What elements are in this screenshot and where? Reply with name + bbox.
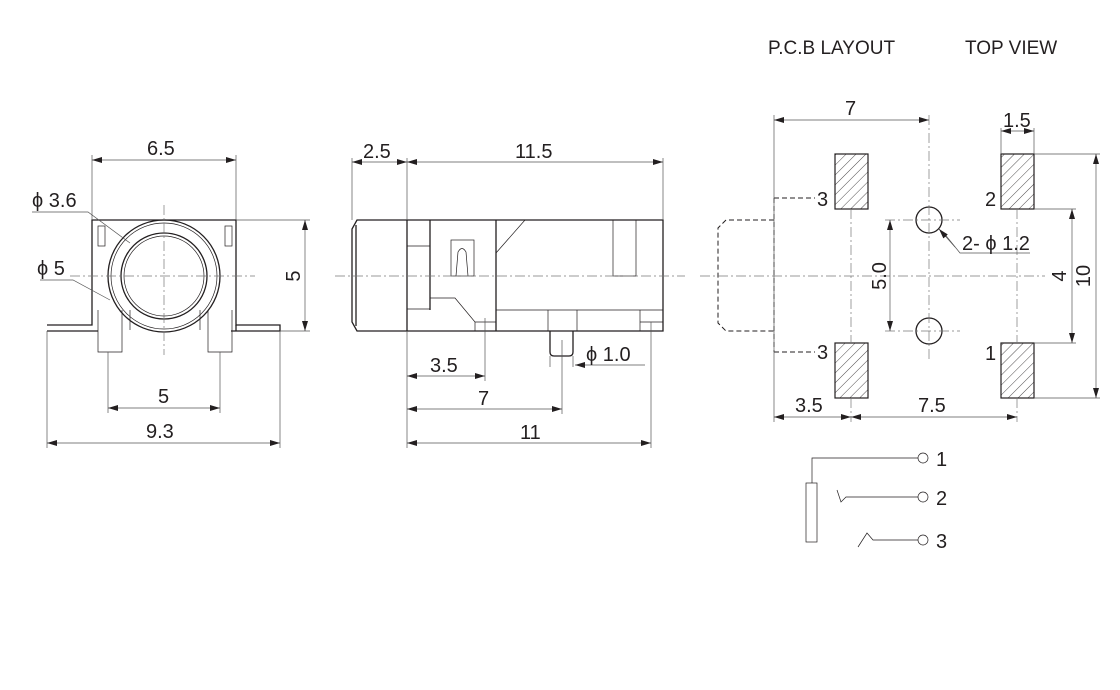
pin-label-3: 3	[936, 531, 947, 553]
schematic: 1 2 3	[805, 449, 947, 553]
dim-pad-pitch: 7.5	[918, 395, 946, 417]
pad-3-top	[834, 153, 869, 210]
pcb-layout-title: P.C.B LAYOUT	[768, 38, 895, 59]
pad-3-bottom	[834, 342, 869, 399]
dim-pin-b: 7	[478, 388, 489, 410]
pad-label: 3	[817, 189, 828, 211]
dim-pad-span: 10	[1073, 265, 1095, 287]
dim-top-width: 7	[845, 98, 856, 120]
dim-height: 5	[283, 270, 305, 281]
pad-label: 2	[985, 189, 996, 211]
pcb-layout: 3 3 2 1 7 1.5 5.0 2- ϕ 1.2 4 10 3.5 7.5	[700, 98, 1100, 422]
dim-pin-dia: ϕ 1.0	[586, 344, 631, 366]
dim-pin-a: 3.5	[430, 355, 458, 377]
top-view-title: TOP VIEW	[965, 38, 1057, 59]
dim-pin-pitch: 5	[158, 386, 169, 408]
pin-label-2: 2	[936, 488, 947, 510]
dim-holes: 2- ϕ 1.2	[962, 233, 1030, 255]
dim-left-offset: 3.5	[795, 395, 823, 417]
pad-1	[1000, 342, 1035, 399]
dim-hole-spacing: 5.0	[869, 262, 891, 290]
front-view: 6.5 ϕ 3.6 ϕ 5 5 5 9.3	[32, 138, 310, 448]
dim-pad-gap: 4	[1049, 270, 1071, 281]
side-view: 2.5 11.5 3.5 7 11 ϕ 1.0	[335, 141, 685, 448]
dim-pad-width: 1.5	[1003, 110, 1031, 132]
pad-label: 1	[985, 343, 996, 365]
dim-inner-dia: ϕ 3.6	[32, 190, 77, 212]
dim-width: 6.5	[147, 138, 175, 160]
dim-pin-c: 11	[520, 422, 541, 444]
pad-2	[1000, 153, 1035, 210]
dim-outer-dia: ϕ 5	[37, 258, 65, 280]
pad-label: 3	[817, 342, 828, 364]
dim-total-width: 9.3	[146, 421, 174, 443]
dim-nose: 2.5	[363, 141, 391, 163]
dim-body: 11.5	[515, 141, 552, 163]
pin-label-1: 1	[936, 449, 947, 471]
